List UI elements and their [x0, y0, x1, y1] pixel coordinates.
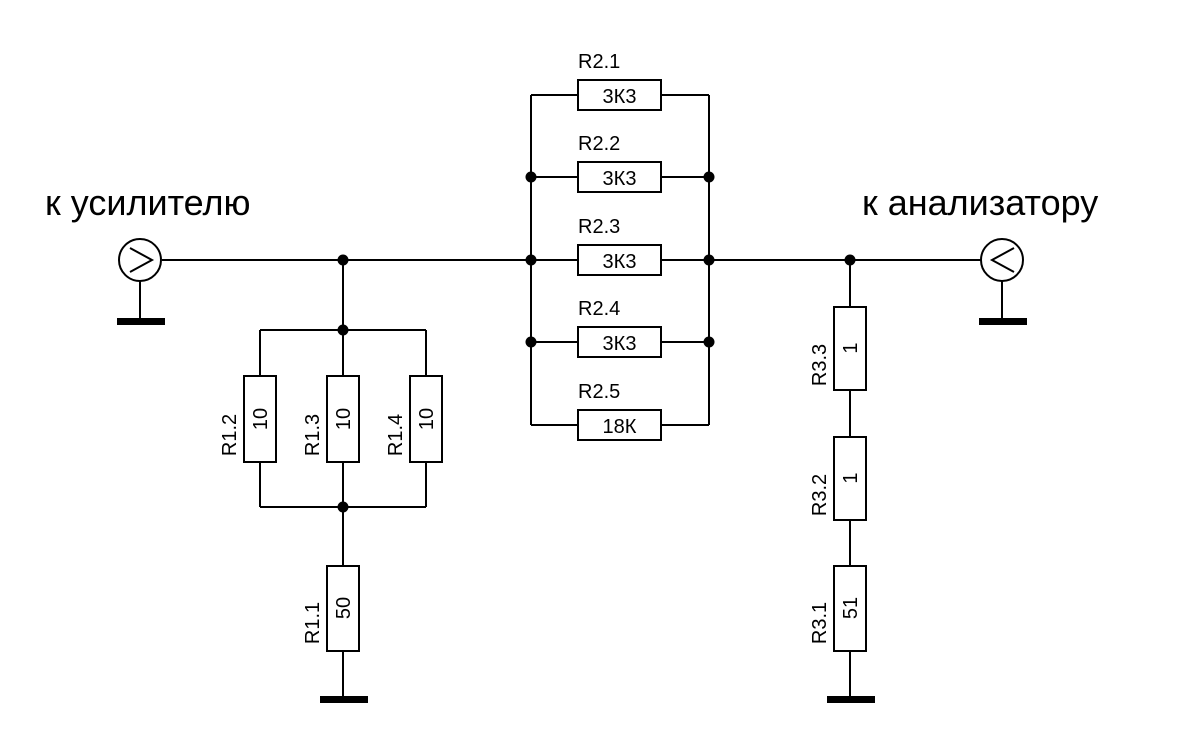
resistor-r2-4: 3К3 R2.4: [577, 298, 662, 358]
junction-dot: [525, 254, 537, 266]
resistor-value: 10: [416, 408, 438, 430]
resistor-ref: R1.1: [302, 602, 324, 644]
junction-dot: [337, 501, 349, 513]
resistor-value: 3К3: [603, 168, 637, 190]
junction-dot: [703, 336, 715, 348]
junction-dot: [337, 254, 349, 266]
resistor-value: 50: [333, 597, 355, 619]
resistor-r1-2: 10 R1.2: [219, 375, 277, 463]
resistor-ref: R3.2: [809, 474, 831, 516]
resistor-ref: R1.4: [385, 414, 407, 456]
resistor-r2-3: 3К3 R2.3: [577, 216, 662, 276]
junction-dot: [703, 254, 715, 266]
resistor-value: 3К3: [603, 86, 637, 108]
resistor-r3-3: 1 R3.3: [809, 306, 867, 391]
output-label: к анализатору: [862, 182, 1098, 223]
resistor-ref: R2.2: [578, 133, 620, 155]
resistor-ref: R1.2: [219, 414, 241, 456]
resistor-value: 51: [840, 597, 862, 619]
resistor-value: 3К3: [603, 333, 637, 355]
resistor-value: 1: [840, 342, 862, 353]
input-connector-icon: [118, 238, 162, 282]
junction-dot: [703, 171, 715, 183]
junction-dot: [525, 336, 537, 348]
resistor-ref: R1.3: [302, 414, 324, 456]
resistor-r2-1: 3К3 R2.1: [577, 51, 662, 111]
resistor-ref: R2.5: [578, 381, 620, 403]
resistor-ref: R3.3: [809, 344, 831, 386]
ground-icon: [827, 696, 875, 703]
resistor-ref: R2.4: [578, 298, 620, 320]
resistor-r1-4: 10 R1.4: [385, 375, 443, 463]
resistor-r2-5: 18К R2.5: [577, 381, 662, 441]
resistor-value: 10: [250, 408, 272, 430]
junction-dot: [337, 324, 349, 336]
junction-dot: [525, 171, 537, 183]
resistor-value: 10: [333, 408, 355, 430]
input-label: к усилителю: [45, 182, 251, 223]
junctions: [337, 171, 856, 513]
resistor-value: 18К: [603, 416, 637, 438]
resistor-r2-2: 3К3 R2.2: [577, 133, 662, 193]
resistor-value: 1: [840, 472, 862, 483]
output-connector-icon: [980, 238, 1024, 282]
junction-dot: [844, 254, 856, 266]
resistor-ref: R3.1: [809, 602, 831, 644]
ground-icon: [979, 318, 1027, 325]
resistor-r1-1: 50 R1.1: [302, 565, 360, 652]
resistor-r3-1: 51 R3.1: [809, 565, 867, 652]
resistor-r3-2: 1 R3.2: [809, 436, 867, 521]
resistor-ref: R2.1: [578, 51, 620, 73]
resistor-ref: R2.3: [578, 216, 620, 238]
resistor-r1-3: 10 R1.3: [302, 375, 360, 463]
ground-icon: [117, 318, 165, 325]
ground-icon: [320, 696, 368, 703]
resistor-value: 3К3: [603, 251, 637, 273]
